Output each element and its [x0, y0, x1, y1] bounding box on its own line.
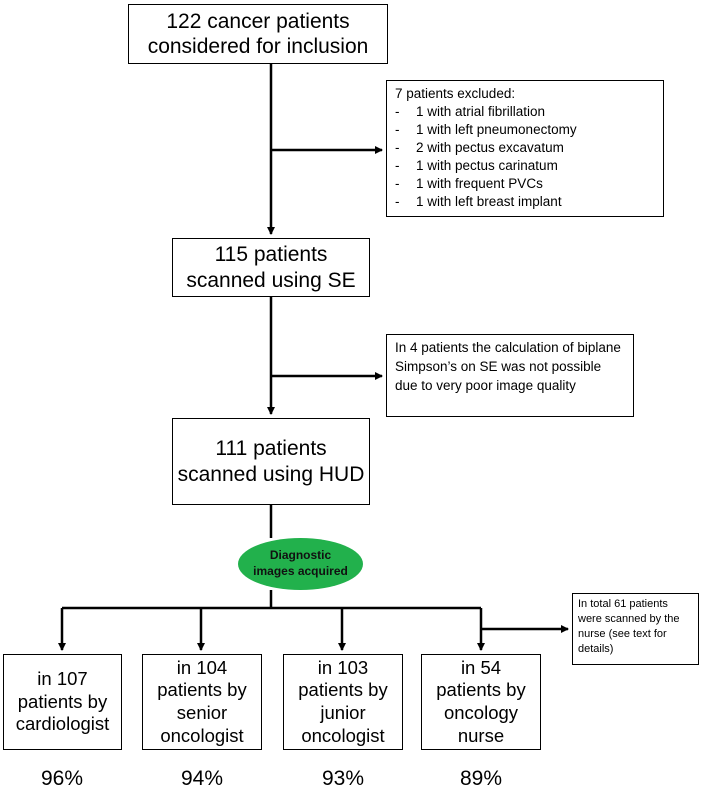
exclusion-item: -1 with left pneumonectomy — [395, 121, 577, 137]
group-line: nurse — [457, 724, 505, 746]
group-box-senior-oncologist: in 104 patients by senior oncologist — [142, 654, 262, 750]
se-note-box: In 4 patients the calculation of biplane… — [386, 334, 634, 417]
se-note-text: In 4 patients the calculation of biplane… — [395, 340, 621, 393]
diagnostic-line-1: Diagnostic — [269, 548, 332, 563]
hud-line-2: scanned using HUD — [177, 462, 365, 486]
exclusion-item: -1 with frequent PVCs — [395, 175, 543, 191]
nurse-note-box: In total 61 patients were scanned by the… — [572, 593, 699, 665]
group-line: in 107 — [37, 668, 88, 690]
exclusion-heading: 7 patients excluded: — [395, 86, 516, 101]
group-line: senior — [176, 702, 228, 723]
exclusion-item: -1 with left breast implant — [395, 193, 562, 209]
group-line: in 103 — [317, 656, 369, 678]
group-line: patients by — [298, 679, 388, 701]
group-line: oncologist — [301, 724, 385, 746]
start-line-2: considered for inclusion — [147, 35, 369, 58]
start-line-1: 122 cancer patients — [166, 9, 350, 33]
exclusion-item: -1 with atrial fibrillation — [395, 103, 546, 119]
exclusion-item: -1 with pectus carinatum — [395, 157, 558, 173]
group-line: in 104 — [176, 656, 228, 678]
group-box-junior-oncologist: in 103 patients by junior oncologist — [283, 654, 403, 750]
se-line-1: 115 patients — [214, 243, 328, 267]
group-line: oncologist — [160, 724, 244, 746]
group-box-cardiologist: in 107 patients by cardiologist — [3, 654, 122, 750]
group-line: in 54 — [460, 656, 502, 678]
hud-box: 111 patients scanned using HUD — [172, 418, 370, 505]
group-line: patients by — [17, 690, 108, 712]
percent-oncology-nurse: 89% — [459, 767, 503, 790]
nurse-note-text: In total 61 patients were scanned by the… — [578, 598, 680, 655]
se-box: 115 patients scanned using SE — [172, 238, 370, 297]
se-line-2: scanned using SE — [186, 268, 356, 292]
group-line: cardiologist — [15, 713, 110, 735]
exclusion-box: 7 patients excluded: -1 with atrial fibr… — [386, 80, 664, 217]
hud-line-1: 111 patients — [215, 437, 327, 461]
group-box-oncology-nurse: in 54 patients by oncology nurse — [421, 654, 541, 750]
diagnostic-ellipse: Diagnostic images acquired — [238, 538, 363, 590]
percent-cardiologist: 96% — [40, 767, 84, 790]
group-line: patients by — [157, 679, 247, 701]
start-box: 122 cancer patients considered for inclu… — [128, 4, 388, 64]
diagnostic-line-2: images acquired — [253, 564, 348, 578]
group-line: patients by — [436, 679, 526, 701]
group-line: junior — [320, 702, 366, 723]
percent-senior-oncologist: 94% — [180, 767, 224, 790]
group-line: oncology — [443, 702, 519, 723]
exclusion-item: -2 with pectus excavatum — [395, 139, 564, 155]
exclusion-list: -1 with atrial fibrillation -1 with left… — [395, 103, 655, 211]
percent-junior-oncologist: 93% — [321, 767, 365, 790]
